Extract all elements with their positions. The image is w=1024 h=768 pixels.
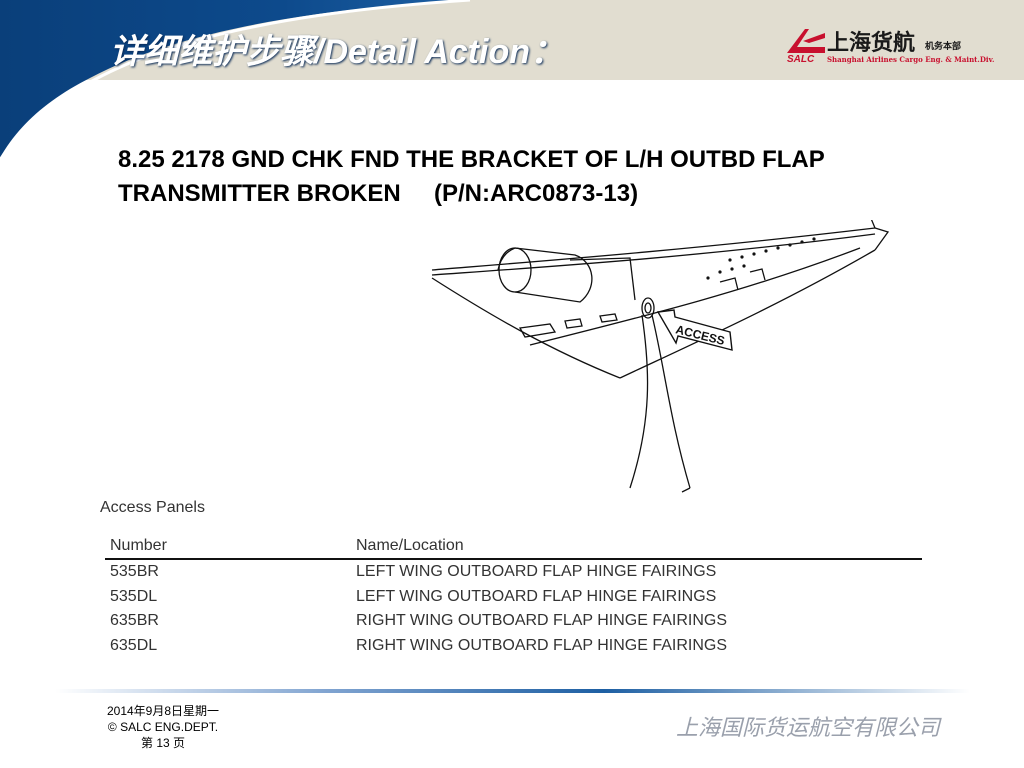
panel-number: 535DL xyxy=(110,587,158,605)
column-header-number: Number xyxy=(110,537,167,554)
footer-info: 2014年9月8日星期一 © SALC ENG.DEPT. 第 13 页 xyxy=(88,703,238,751)
footer-company-name: 上海国际货运航空有限公司 xyxy=(676,716,941,741)
footer-divider xyxy=(55,689,970,693)
access-callout: ACCESS xyxy=(656,309,733,351)
panel-number: 535BR xyxy=(110,563,159,580)
access-panels-title: Access Panels xyxy=(100,499,205,516)
panel-location: LEFT WING OUTBOARD FLAP HINGE FAIRINGS xyxy=(356,563,717,580)
table-row: 635DL RIGHT WING OUTBOARD FLAP HINGE FAI… xyxy=(105,634,922,659)
panel-location: LEFT WING OUTBOARD FLAP HINGE FAIRINGS xyxy=(356,587,717,605)
slide-title: 详细维护步骤/Detail Action： xyxy=(110,33,564,71)
column-header-name-location: Name/Location xyxy=(356,537,464,554)
task-heading: 8.25 2178 GND CHK FND THE BRACKET OF L/H… xyxy=(118,143,825,211)
logo-dept-label: 机务本部 xyxy=(925,41,962,51)
table-row: 535DL LEFT WING OUTBOARD FLAP HINGE FAIR… xyxy=(105,585,922,610)
access-panels-table: Number Name/Location 535BR LEFT WING OUT… xyxy=(105,535,922,658)
logo-abbr: SALC xyxy=(787,54,815,65)
panel-number: 635BR xyxy=(110,612,159,629)
footer-copyright: © SALC ENG.DEPT. xyxy=(107,720,219,734)
salc-plane-logo-icon xyxy=(787,29,825,53)
logo-chinese-name: 上海货航 xyxy=(827,30,916,56)
footer-page-number: 第 13 页 xyxy=(140,736,186,750)
salc-logo: 上海货航 机务本部 SALC Shanghai Airlines Cargo E… xyxy=(785,27,1010,72)
table-row: 535BR LEFT WING OUTBOARD FLAP HINGE FAIR… xyxy=(105,560,922,585)
wing-illustration: ACCESS xyxy=(431,215,890,493)
logo-english-name: Shanghai Airlines Cargo Eng. & Maint.Div… xyxy=(827,55,995,64)
panel-location: RIGHT WING OUTBOARD FLAP HINGE FAIRINGS xyxy=(356,636,728,654)
task-heading-line2: TRANSMITTER BROKEN (P/N:ARC0873-13) xyxy=(118,180,639,207)
header-swoosh xyxy=(0,0,471,160)
table-header: Number Name/Location xyxy=(105,535,922,560)
panel-number: 635DL xyxy=(110,636,158,654)
panel-location: RIGHT WING OUTBOARD FLAP HINGE FAIRINGS xyxy=(356,612,728,629)
table-row: 635BR RIGHT WING OUTBOARD FLAP HINGE FAI… xyxy=(105,609,922,634)
task-heading-line1: 8.25 2178 GND CHK FND THE BRACKET OF L/H… xyxy=(118,146,825,173)
wing-access-figure: ACCESS xyxy=(420,215,895,500)
header-banner: 详细维护步骤/Detail Action： 上海货航 机务本部 SALC Sha… xyxy=(0,0,1024,160)
footer-date: 2014年9月8日星期一 xyxy=(106,704,220,718)
